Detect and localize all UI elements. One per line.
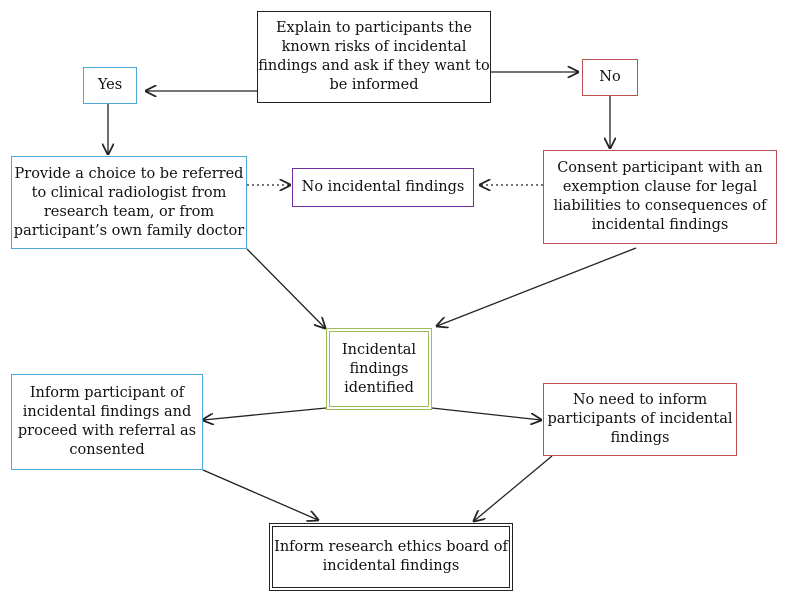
- inform-ethics-board-text: Inform research ethics board of incident…: [274, 539, 508, 574]
- provide-choice-text: Provide a choice to be referred to clini…: [13, 165, 245, 239]
- explain-risks-text: Explain to participants the known risks …: [258, 20, 490, 93]
- arrow-inform-to-ethics: [202, 469, 318, 520]
- consent-participant-box: Consent participant with an exemption cl…: [543, 150, 777, 244]
- inform-participant-box: Inform participant of incidental finding…: [11, 374, 203, 470]
- incidental-findings-identified-box: Incidental findings identified: [326, 328, 432, 410]
- inform-participant-text: Inform participant of incidental finding…: [17, 385, 197, 458]
- incidental-findings-identified-text: Incidental findings identified: [341, 341, 417, 396]
- inform-ethics-board-box: Inform research ethics board of incident…: [269, 523, 513, 591]
- no-need-to-inform-text: No need to inform participants of incide…: [547, 392, 733, 446]
- arrow-choice-to-identified: [246, 248, 325, 328]
- arrow-no-need-to-ethics: [474, 455, 553, 521]
- no-need-to-inform-box: No need to inform participants of incide…: [543, 383, 737, 456]
- consent-participant-text: Consent participant with an exemption cl…: [553, 160, 767, 233]
- yes-box: Yes: [83, 67, 137, 104]
- yes-text: Yes: [97, 77, 123, 93]
- explain-risks-box: Explain to participants the known risks …: [257, 11, 491, 103]
- no-incidental-findings-text: No incidental findings: [301, 179, 465, 195]
- arrow-identified-to-inform: [203, 407, 327, 420]
- provide-choice-box: Provide a choice to be referred to clini…: [11, 156, 247, 249]
- no-box: No: [582, 59, 638, 96]
- arrow-identified-to-no-need: [431, 407, 541, 420]
- no-incidental-findings-box: No incidental findings: [292, 168, 474, 207]
- arrow-consent-to-identified: [437, 247, 637, 326]
- no-text: No: [599, 69, 621, 85]
